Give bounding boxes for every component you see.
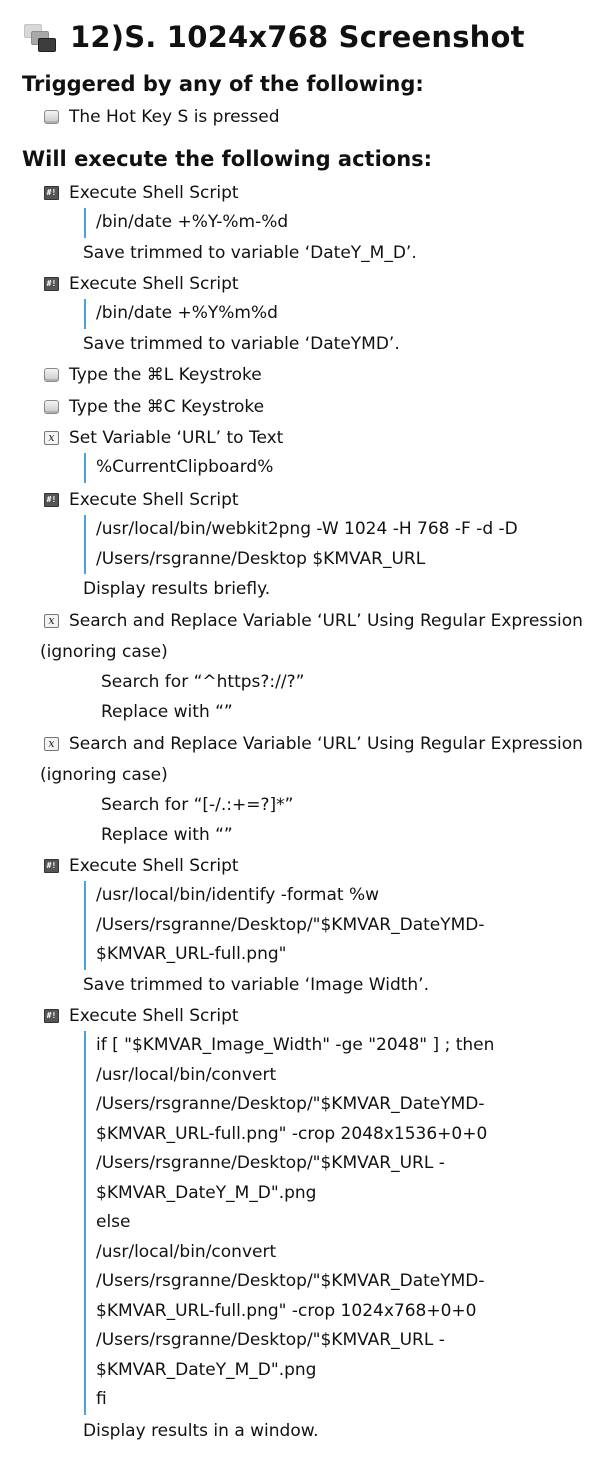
action-note: Display results in a window.	[83, 1421, 319, 1441]
action-label-wrap: (ignoring case)	[40, 765, 168, 785]
script-line: %CurrentClipboard%	[96, 457, 274, 477]
action-note: Display results briefly.	[83, 579, 271, 599]
script-line: /Users/rsgranne/Desktop $KMVAR_URL	[96, 548, 426, 569]
action-label: Search and Replace Variable ‘URL’ Using …	[69, 611, 583, 631]
script-line: /Users/rsgranne/Desktop/"$KMVAR_URL -	[96, 1153, 445, 1173]
action-label: Type the ⌘C Keystroke	[69, 397, 265, 417]
script-block: /bin/date +%Y-%m-%d	[84, 208, 288, 238]
macro-title: 12)S. 1024x768 Screenshot	[70, 20, 525, 54]
shell-script-icon: #!	[44, 277, 59, 291]
script-block: %CurrentClipboard%	[84, 453, 273, 483]
shell-script-icon: #!	[44, 1009, 59, 1023]
keystroke-icon	[44, 400, 59, 414]
action-note: Save trimmed to variable ‘DateY_M_D’.	[83, 243, 417, 263]
action-label: Set Variable ‘URL’ to Text	[69, 428, 284, 448]
variable-icon: x	[44, 737, 59, 751]
replace-with: Replace with “”	[101, 825, 233, 845]
action-note: Save trimmed to variable ‘DateYMD’.	[83, 334, 400, 354]
macro-keys-icon	[22, 19, 62, 55]
script-line: $KMVAR_URL-full.png" -crop 2048x1536+0+0	[96, 1123, 488, 1144]
script-block: /usr/local/bin/identify -format %w /User…	[84, 881, 485, 970]
trigger-item: The Hot Key S is pressed	[69, 107, 280, 127]
macro-title-row: 12)S. 1024x768 Screenshot	[22, 14, 525, 60]
script-line: /usr/local/bin/webkit2png -W 1024 -H 768…	[96, 519, 518, 539]
script-line: if [ "$KMVAR_Image_Width" -ge "2048" ] ;…	[96, 1035, 495, 1055]
action-label-wrap: (ignoring case)	[40, 642, 168, 662]
action-label: Execute Shell Script	[69, 856, 239, 876]
keystroke-icon	[44, 368, 59, 382]
action-note: Save trimmed to variable ‘Image Width’.	[83, 975, 429, 995]
variable-icon: x	[44, 431, 59, 445]
search-for: Search for “[-/.:+=?]*”	[101, 795, 294, 815]
search-for: Search for “^https?://?”	[101, 672, 305, 692]
shell-script-icon: #!	[44, 493, 59, 507]
script-block: /bin/date +%Y%m%d	[84, 299, 278, 329]
actions-heading: Will execute the following actions:	[22, 147, 433, 171]
action-label: Execute Shell Script	[69, 1006, 239, 1026]
script-line: $KMVAR_DateY_M_D".png	[96, 1182, 317, 1203]
action-label: Type the ⌘L Keystroke	[69, 365, 262, 385]
script-line: /Users/rsgranne/Desktop/"$KMVAR_DateYMD-	[96, 1094, 485, 1114]
script-line: $KMVAR_URL-full.png"	[96, 944, 287, 964]
script-block: if [ "$KMVAR_Image_Width" -ge "2048" ] ;…	[84, 1031, 494, 1415]
script-line: /usr/local/bin/convert	[96, 1241, 277, 1262]
script-line: /bin/date +%Y%m%d	[96, 303, 278, 323]
action-label: Execute Shell Script	[69, 183, 239, 203]
action-label: Execute Shell Script	[69, 490, 239, 510]
shell-script-icon: #!	[44, 186, 59, 200]
script-line: $KMVAR_URL-full.png" -crop 1024x768+0+0	[96, 1300, 477, 1321]
script-line: /bin/date +%Y-%m-%d	[96, 212, 289, 232]
replace-with: Replace with “”	[101, 702, 233, 722]
action-label: Execute Shell Script	[69, 274, 239, 294]
triggers-heading: Triggered by any of the following:	[22, 72, 424, 96]
script-line: /usr/local/bin/identify -format %w	[96, 885, 380, 905]
script-line: fi	[96, 1389, 107, 1409]
script-line: /Users/rsgranne/Desktop/"$KMVAR_URL -	[96, 1330, 445, 1350]
action-label: Search and Replace Variable ‘URL’ Using …	[69, 734, 583, 754]
shell-script-icon: #!	[44, 859, 59, 873]
variable-icon: x	[44, 614, 59, 628]
hotkey-icon	[44, 110, 59, 124]
script-line: else	[96, 1212, 131, 1232]
script-line: /usr/local/bin/convert	[96, 1064, 277, 1085]
script-line: $KMVAR_DateY_M_D".png	[96, 1359, 317, 1380]
script-line: /Users/rsgranne/Desktop/"$KMVAR_DateYMD-	[96, 914, 485, 935]
script-line: /Users/rsgranne/Desktop/"$KMVAR_DateYMD-	[96, 1271, 485, 1291]
script-block: /usr/local/bin/webkit2png -W 1024 -H 768…	[84, 515, 518, 574]
